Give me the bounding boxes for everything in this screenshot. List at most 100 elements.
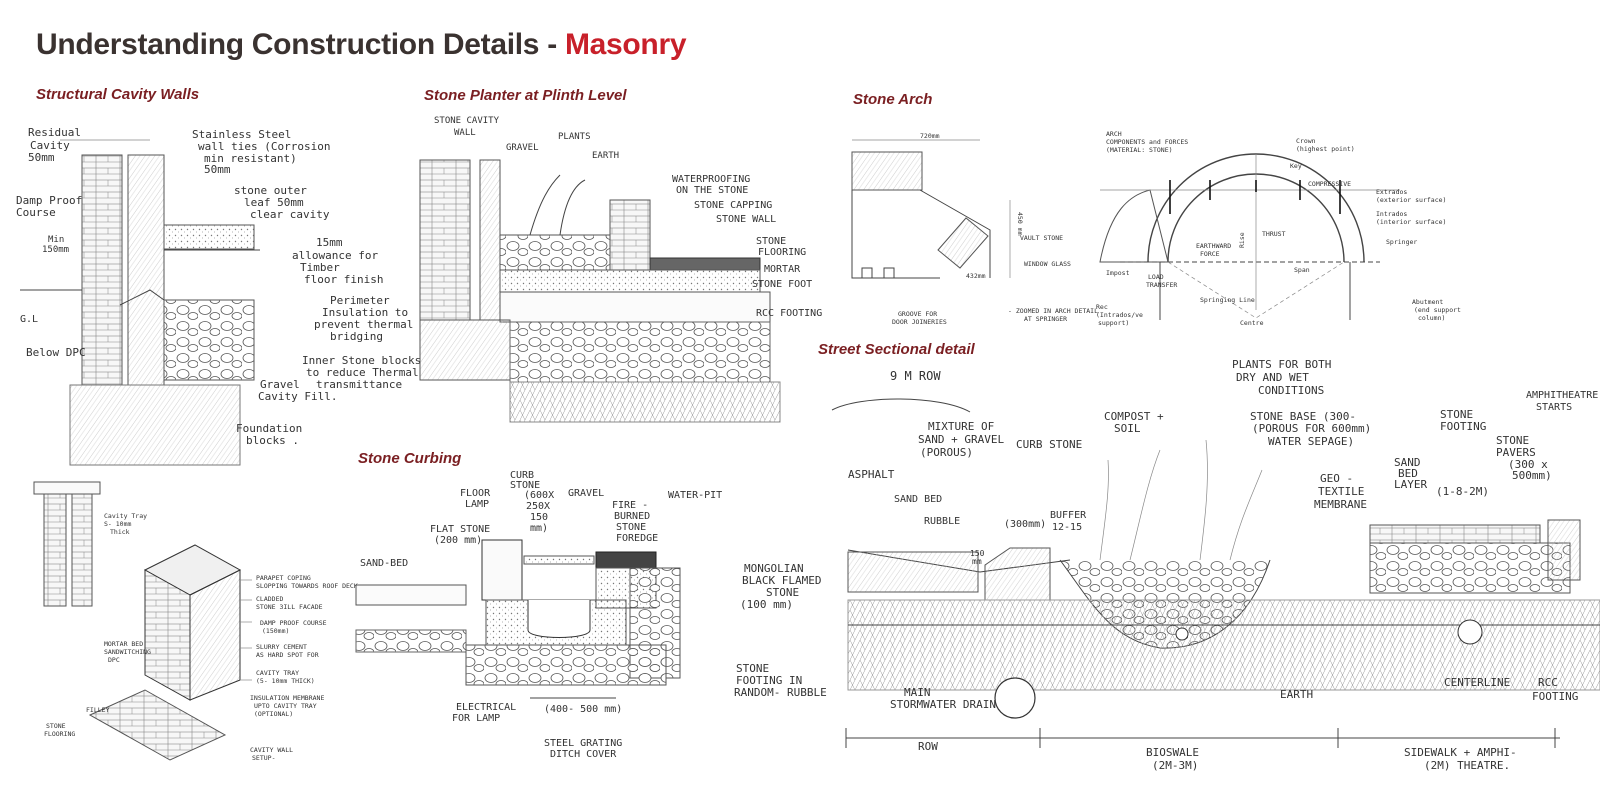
label-rubble: RUBBLE [924,516,960,527]
label-iso-tray-3: Thick [110,528,130,536]
label-bioswale-1: BIOSWALE [1146,746,1199,759]
label-load-2: TRANSFER [1146,281,1177,289]
label-amph-2: STARTS [1536,402,1572,413]
label-comp-1: ARCH [1106,130,1122,138]
arch-springer-labels: 720mm 450 mm 432mm VAULT STONE WINDOW GL… [892,132,1098,326]
label-curb-gravel: GRAVEL [568,488,604,499]
curbing-labels: SAND-BED FLOOR LAMP FLAT STONE (200 mm) … [360,470,827,760]
section-title-cavity: Structural Cavity Walls [36,86,200,103]
label-inner-1: Inner Stone blocks [302,354,421,367]
label-range: (1-8-2M) [1436,485,1489,498]
label-flat-1: FLAT STONE [430,524,490,535]
label-street-rcc-2: FOOTING [1532,690,1578,703]
label-outer-1: stone outer [234,184,307,197]
label-impost: Impost [1106,269,1130,277]
label-insul-3: (OPTIONAL) [254,710,293,718]
label-iso-stone-fl-2: FLOORING [44,730,75,738]
label-curb-1: CURB [510,470,534,481]
label-stone-wall: STONE WALL [716,214,776,225]
label-row9: 9 M ROW [890,369,941,383]
label-residual-2: Cavity [30,139,70,152]
label-perim-3: prevent thermal [314,318,413,331]
label-below-dpc: Below DPC [26,346,86,359]
label-sand-1: SAND [1394,456,1421,469]
label-mix-1: MIXTURE OF [928,420,994,433]
label-ties-4: 50mm [204,163,231,176]
label-dpc-2: Course [16,206,56,219]
label-planter-gravel: GRAVEL [506,143,539,153]
label-street-sandbed: SAND BED [894,494,942,505]
label-slurry-2: AS HARD SPOT FOR [256,651,319,659]
section-title-planter: Stone Planter at Plinth Level [424,87,627,104]
label-elec-1: ELECTRICAL [456,702,516,713]
label-mongolian-2: BLACK FLAMED [742,574,821,587]
label-centre: Centre [1240,319,1264,327]
iso-cavity-labels: Cavity Tray S- 10mm Thick PARAPET COPING… [44,512,358,762]
label-intrados-2: (interior surface) [1376,218,1446,226]
label-capping: STONE CAPPING [694,200,772,211]
label-groove-1: GROOVE FOR [898,310,937,318]
label-curb-5: 150 [530,512,548,523]
label-cavity-wall-1: CAVITY WALL [250,746,293,754]
label-parapet-2: SLOPPING TOWARDS ROOF DECK [256,582,358,590]
label-cav-tray-1: CAVITY TRAY [256,669,299,677]
label-street-stone-foot-2: FOOTING [1440,420,1486,433]
label-sand-3: LAYER [1394,478,1427,491]
arch-springer-sketch [851,139,1011,279]
label-ties-1: Stainless Steel [192,128,291,141]
label-iso-stone-fl-1: STONE [46,722,66,730]
label-base-3: WATER SEPAGE) [1268,435,1354,448]
label-wp-1: WATERPROOFING [672,174,750,185]
label-residual-1: Residual [28,126,81,139]
arch-components-sketch [1099,153,1400,320]
label-perim-4: bridging [330,330,383,343]
label-zoomed-1: - ZOOMED IN ARCH DETAIL [1008,307,1098,315]
cavity-wall-sketch [20,139,260,466]
label-found-1: Foundation [236,422,302,435]
label-asphalt: ASPHALT [848,468,895,481]
label-flooring-1: STONE [756,236,786,247]
label-grating-2: DITCH COVER [550,749,617,760]
label-mix-3: (POROUS) [920,446,973,459]
label-base-2: (POROUS FOR 600mm) [1252,422,1371,435]
label-mortar-bed-3: DPC [108,656,120,664]
label-gravel-1: Gravel [260,378,300,391]
label-allow-2: allowance for [292,249,378,262]
label-span: Span [1294,266,1310,274]
label-extrados-1: Extrados [1376,188,1407,196]
section-title-arch: Stone Arch [853,91,933,108]
label-arch-dim-432: 432mm [966,272,986,280]
label-insul-2: UPTO CAVITY TRAY [254,702,317,710]
label-keel-2: (Intrados/ve [1096,311,1143,319]
label-fire-1: FIRE - [612,500,648,511]
label-perim-2: Insulation to [322,306,408,319]
label-residual-3: 50mm [28,151,55,164]
label-main-1: MAIN [904,686,931,699]
label-street-row: ROW [918,740,938,753]
label-curb-2: STONE [510,480,540,491]
label-earthward-1: EARTHWARD [1196,242,1231,250]
label-sidewalk-2: (2M) THEATRE. [1424,759,1510,772]
label-curb-footing-3: RANDOM- RUBBLE [734,686,827,699]
label-inner-3: transmittance [316,378,402,391]
label-flooring-2: FLOORING [758,247,806,258]
label-geo-3: MEMBRANE [1314,498,1367,511]
label-mongolian-4: (100 mm) [740,598,793,611]
label-wp-2: ON THE STONE [676,185,748,196]
label-mongolian-1: MONGOLIAN [744,562,804,575]
label-key: Key [1290,162,1302,170]
label-allow-1: 15mm [316,236,343,249]
label-keel-3: support) [1098,319,1129,327]
cavity-wall-labels: Residual Cavity 50mm Stainless Steel wal… [16,126,421,447]
label-fire-2: BURNED [614,511,650,522]
label-cladded-1: CLADDED [256,595,283,603]
label-compost-1: COMPOST + [1104,410,1164,423]
label-sidewalk-1: SIDEWALK + AMPHI- [1404,746,1517,759]
label-zoomed-2: AT SPRINGER [1024,315,1067,323]
label-pavers-3: (300 x [1508,458,1548,471]
label-buffer-2: 12-15 [1052,522,1082,533]
label-min-1: Min [48,235,64,245]
label-sand-2: BED [1398,467,1418,480]
label-geo-1: GEO - [1320,472,1353,485]
